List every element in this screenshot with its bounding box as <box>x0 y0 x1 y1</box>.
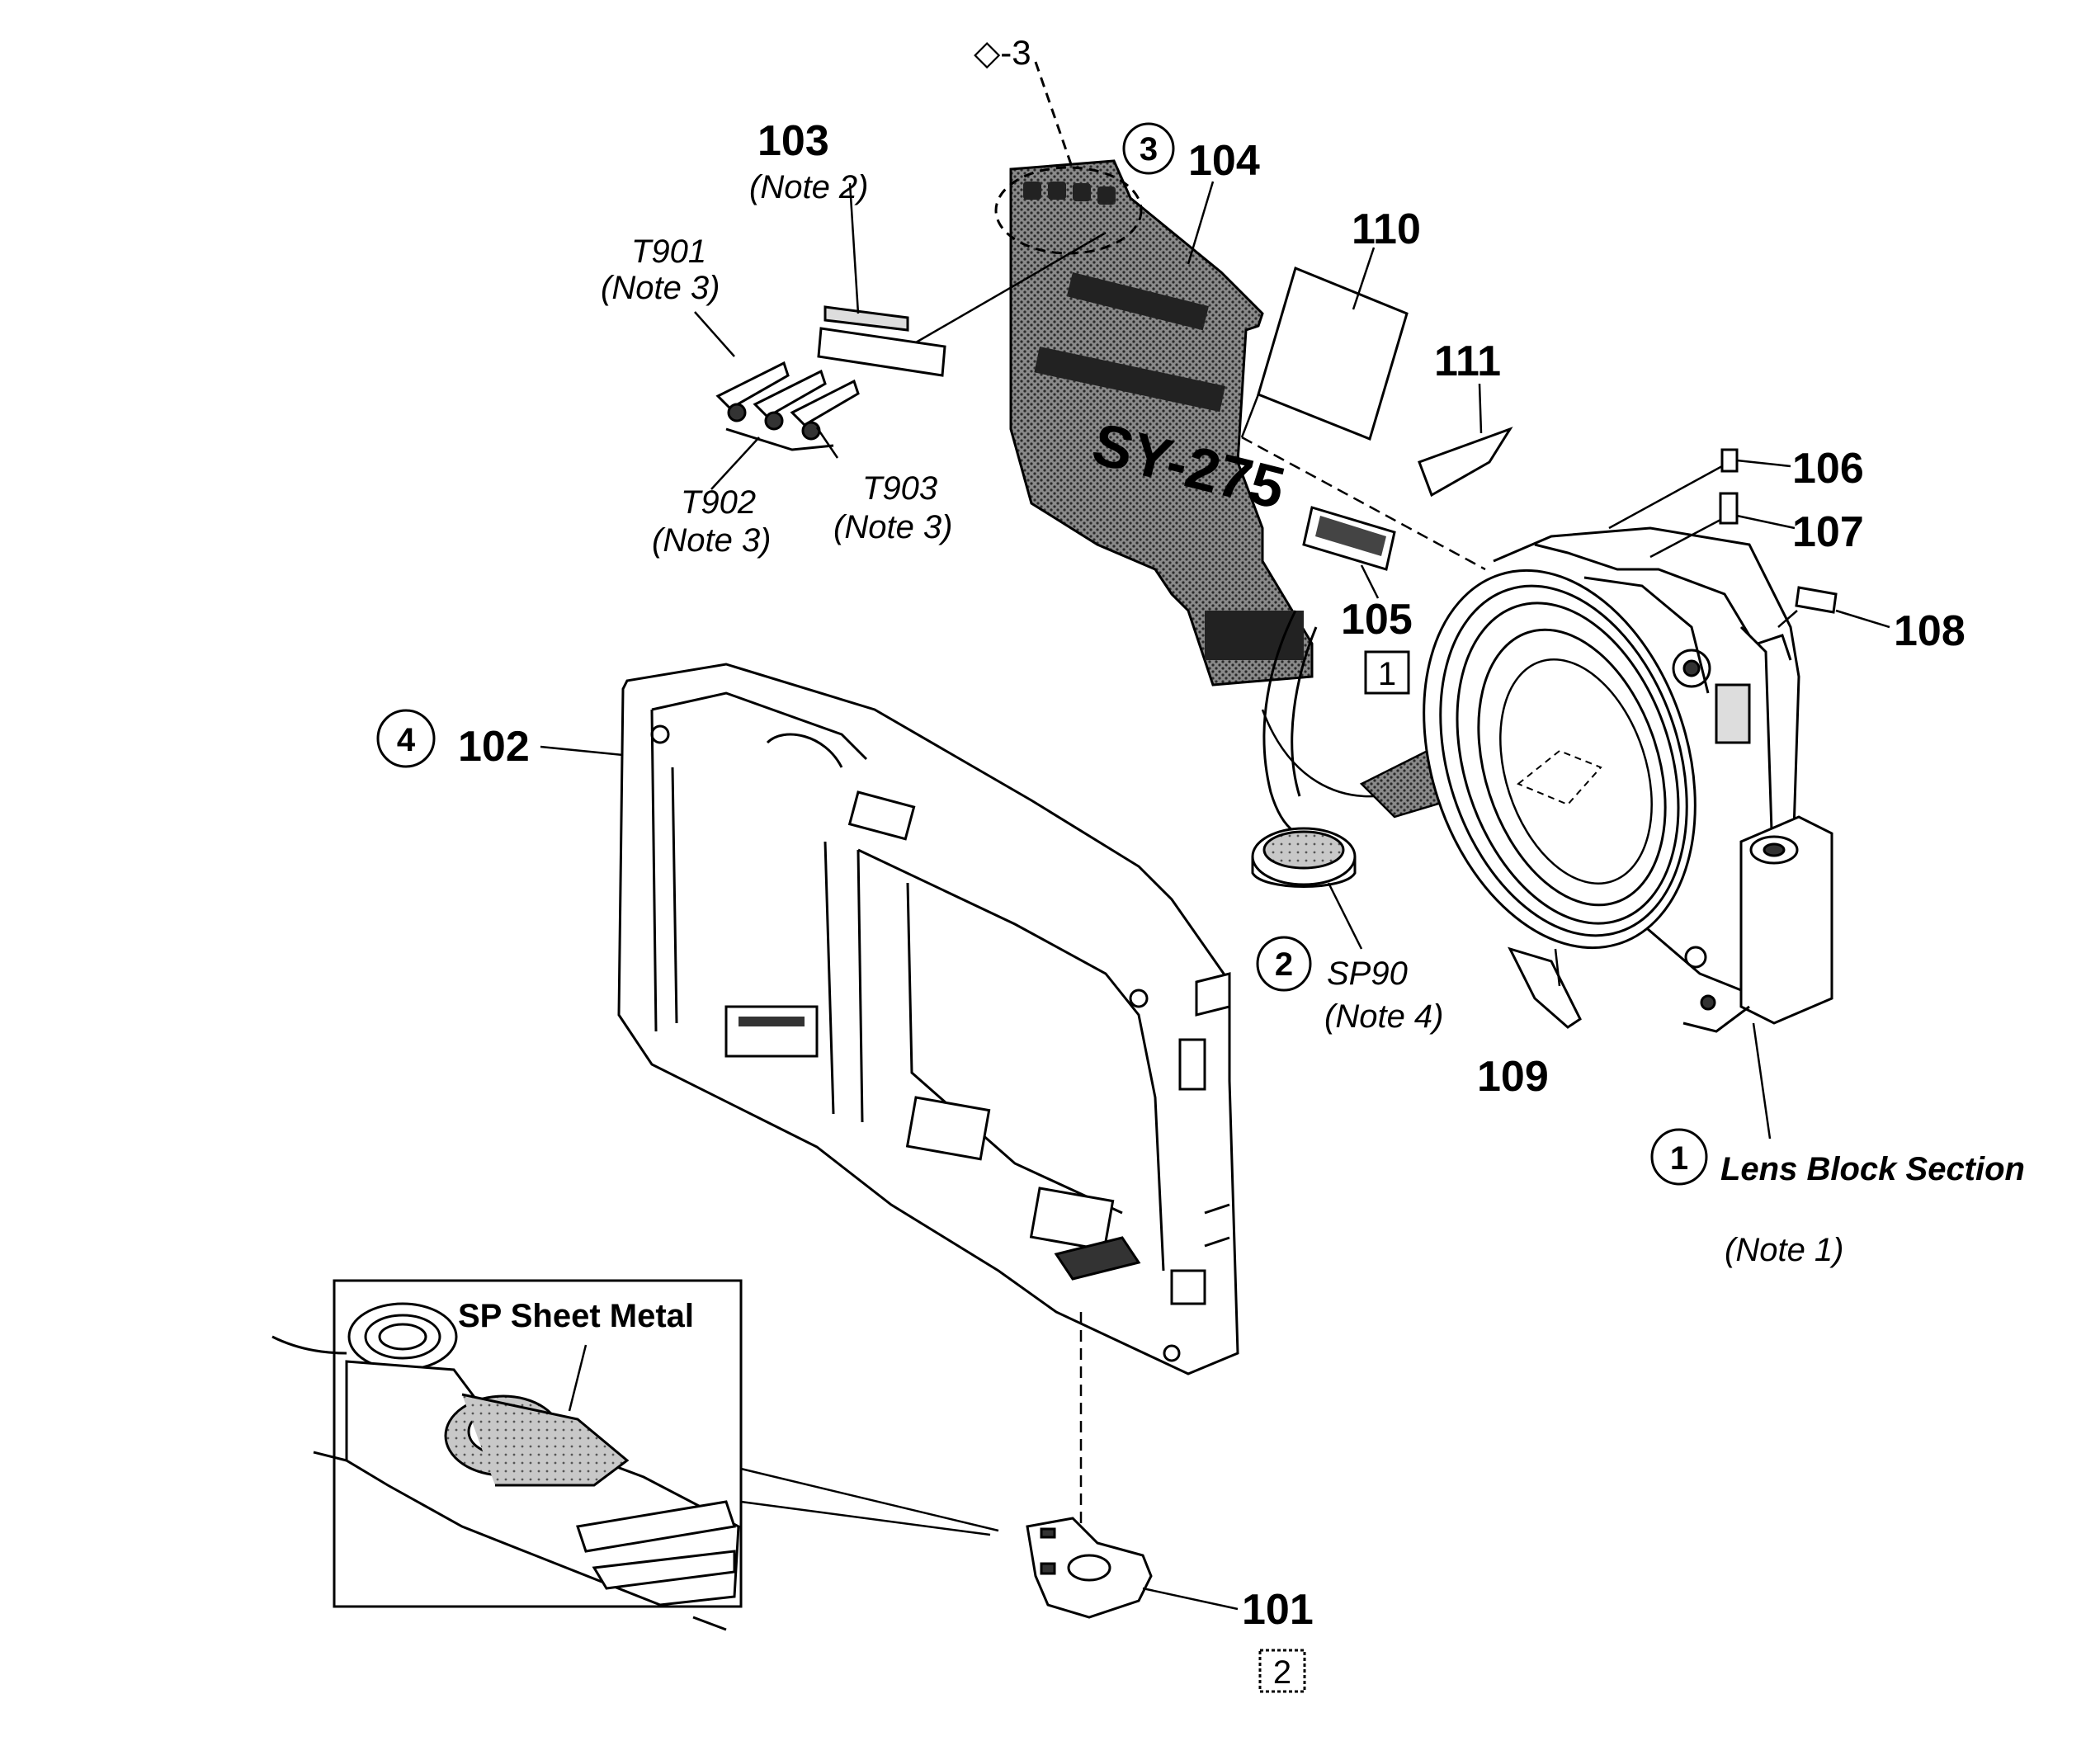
label-lens-block-section: Lens Block Section <box>1720 1151 2025 1187</box>
box-ref-1 <box>1364 650 1410 695</box>
label-lens-note: (Note 1) <box>1725 1232 1844 1268</box>
circled-ref-1: 1 <box>1650 1128 1708 1186</box>
svg-text:2: 2 <box>1275 946 1293 983</box>
label-111: 111 <box>1434 337 1501 385</box>
label-t903: T903 <box>862 470 937 507</box>
part-108 <box>1777 586 1890 629</box>
label-t902: T902 <box>681 484 756 521</box>
frame-102 <box>617 663 1239 1375</box>
diamond-leader <box>1034 61 1074 170</box>
label-109: 109 <box>1477 1053 1549 1101</box>
lens-block <box>1423 526 1833 1033</box>
label-106: 106 <box>1792 445 1864 493</box>
label-108: 108 <box>1894 607 1966 655</box>
label-t901: T901 <box>631 234 706 270</box>
part-111 <box>1418 383 1513 498</box>
svg-text:4: 4 <box>397 722 416 758</box>
box-ref-2 <box>1258 1649 1306 1693</box>
inset-sp-sheet-metal <box>271 1279 743 1631</box>
diamond-ref-label: ◇-3 <box>974 33 1031 72</box>
label-101: 101 <box>1242 1586 1314 1634</box>
box-ref-2-label: 2 <box>1273 1654 1291 1691</box>
circled-ref-2: 2 <box>1256 936 1312 992</box>
label-t901-note: (Note 3) <box>601 270 720 306</box>
label-107: 107 <box>1792 508 1864 556</box>
bracket-101 <box>1026 1517 1153 1619</box>
part-105 <box>1302 506 1396 599</box>
label-t902-note: (Note 3) <box>652 522 772 559</box>
main-board-sy275: SY-275 <box>1009 159 1314 687</box>
label-103: 103 <box>757 117 829 165</box>
terminals-t901-t903 <box>715 361 860 451</box>
svg-text:3: 3 <box>1140 131 1158 168</box>
label-t903-note: (Note 3) <box>833 509 953 545</box>
box-ref-1-label: 1 <box>1378 656 1396 692</box>
label-104: 104 <box>1188 137 1260 185</box>
circled-ref-3: 3 <box>1122 122 1175 175</box>
svg-text:1: 1 <box>1670 1140 1688 1177</box>
label-sp90-note: (Note 4) <box>1324 998 1444 1035</box>
part-109 <box>1508 946 1582 1029</box>
part-107 <box>1649 492 1796 559</box>
label-110: 110 <box>1352 205 1421 253</box>
part-106 <box>1608 448 1791 530</box>
part-103-sheet <box>817 305 946 377</box>
label-105: 105 <box>1341 596 1413 644</box>
part-110-sheet <box>1257 247 1409 441</box>
label-103-note: (Note 2) <box>749 169 869 205</box>
circled-ref-4: 4 <box>376 709 436 768</box>
label-sp-sheet-metal: SP Sheet Metal <box>458 1298 694 1334</box>
label-102: 102 <box>458 723 530 771</box>
label-sp90: SP90 <box>1327 955 1408 992</box>
